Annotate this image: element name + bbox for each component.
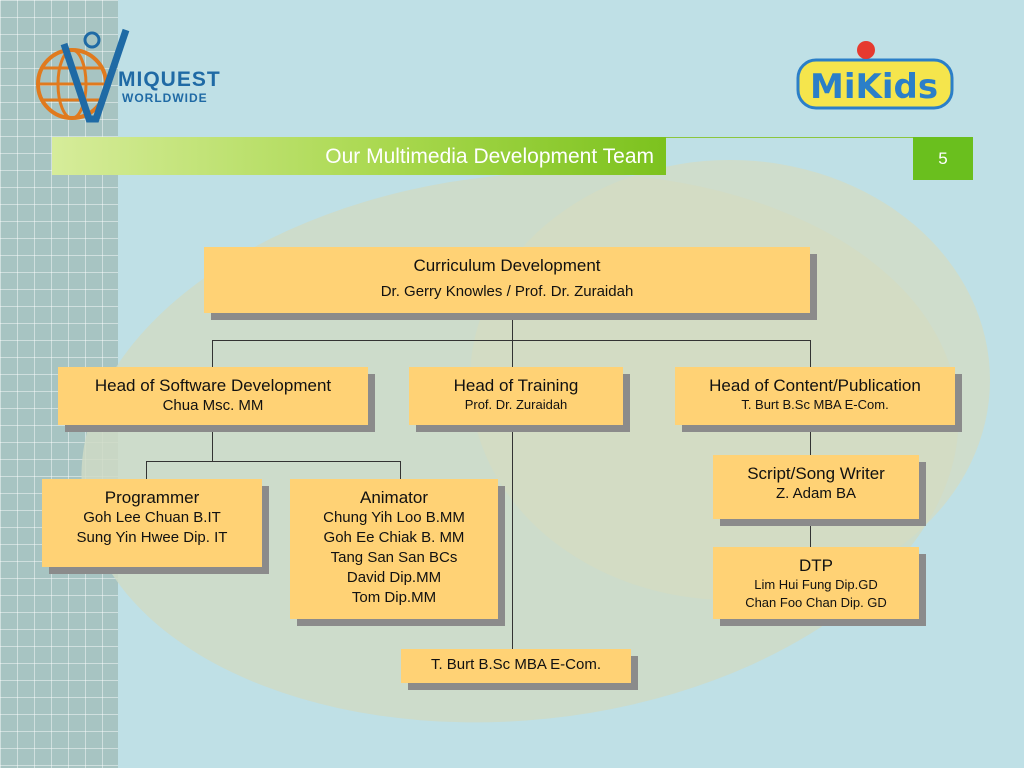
org-box-name: Prof. Dr. Zuraidah — [464, 397, 568, 412]
org-box-member: Tom Dip.MM — [351, 589, 437, 606]
title-divider — [666, 137, 914, 138]
org-box-curriculum: Curriculum Development Dr. Gerry Knowles… — [204, 247, 810, 313]
org-box-member: Tang San San BCs — [330, 549, 458, 566]
mikids-logo: MiKids — [796, 36, 956, 118]
connector-programmer — [146, 461, 147, 479]
org-box-animator: Animator Chung Yih Loo B.MM Goh Ee Chiak… — [290, 479, 498, 619]
org-box-name: Z. Adam BA — [775, 485, 857, 502]
org-box-title: Head of Training — [453, 376, 579, 395]
org-box-title: Animator — [359, 488, 429, 507]
title-bar — [52, 137, 666, 175]
globe-icon — [36, 28, 130, 123]
org-box-member: Chan Foo Chan Dip. GD — [745, 595, 887, 610]
org-box-title: Script/Song Writer — [747, 464, 885, 483]
org-box-member: David Dip.MM — [346, 569, 442, 586]
org-box-member: Goh Lee Chuan B.IT — [83, 509, 221, 526]
connector-software — [212, 340, 213, 368]
org-box-name: Chua Msc. MM — [162, 397, 264, 414]
org-box-name: T. Burt B.Sc MBA E-Com. — [430, 656, 602, 673]
mikids-logo-text: MiKids — [810, 67, 938, 107]
page-title: Our Multimedia Development Team — [325, 145, 654, 168]
org-box-dtp: DTP Lim Hui Fung Dip.GD Chan Foo Chan Di… — [713, 547, 919, 619]
org-box-programmer: Programmer Goh Lee Chuan B.IT Sung Yin H… — [42, 479, 262, 567]
connector-top-horizontal — [212, 340, 811, 341]
org-box-member: Chung Yih Loo B.MM — [323, 509, 465, 526]
org-box-member: Goh Ee Chiak B. MM — [323, 529, 465, 546]
org-box-training-head: Head of Training Prof. Dr. Zuraidah — [409, 367, 623, 425]
org-box-name: Dr. Gerry Knowles / Prof. Dr. Zuraidah — [380, 283, 634, 300]
org-box-title: Programmer — [104, 488, 200, 507]
connector-script-dtp — [810, 519, 811, 547]
connector-main-vertical — [512, 315, 513, 650]
org-box-title: DTP — [799, 556, 833, 575]
org-box-member: Lim Hui Fung Dip.GD — [754, 577, 878, 592]
org-box-member: Sung Yin Hwee Dip. IT — [76, 529, 228, 546]
connector-content-down — [810, 425, 811, 455]
connector-software-down — [212, 425, 213, 461]
connector-animator — [400, 461, 401, 479]
org-box-name: T. Burt B.Sc MBA E-Com. — [741, 397, 889, 412]
org-box-content-head: Head of Content/Publication T. Burt B.Sc… — [675, 367, 955, 425]
org-box-title: Curriculum Development — [413, 256, 601, 275]
connector-team-horizontal — [146, 461, 401, 462]
org-box-script-writer: Script/Song Writer Z. Adam BA — [713, 455, 919, 519]
amiquest-logo-subtext: WORLDWIDE — [122, 91, 208, 105]
org-box-trainer: T. Burt B.Sc MBA E-Com. — [401, 649, 631, 683]
amiquest-logo-text: MIQUEST — [118, 68, 221, 91]
org-box-title: Head of Software Development — [94, 376, 332, 395]
org-box-title: Head of Content/Publication — [709, 376, 921, 395]
amiquest-logo — [34, 24, 254, 134]
org-box-software-head: Head of Software Development Chua Msc. M… — [58, 367, 368, 425]
connector-content — [810, 340, 811, 368]
page-number: 5 — [913, 137, 973, 180]
